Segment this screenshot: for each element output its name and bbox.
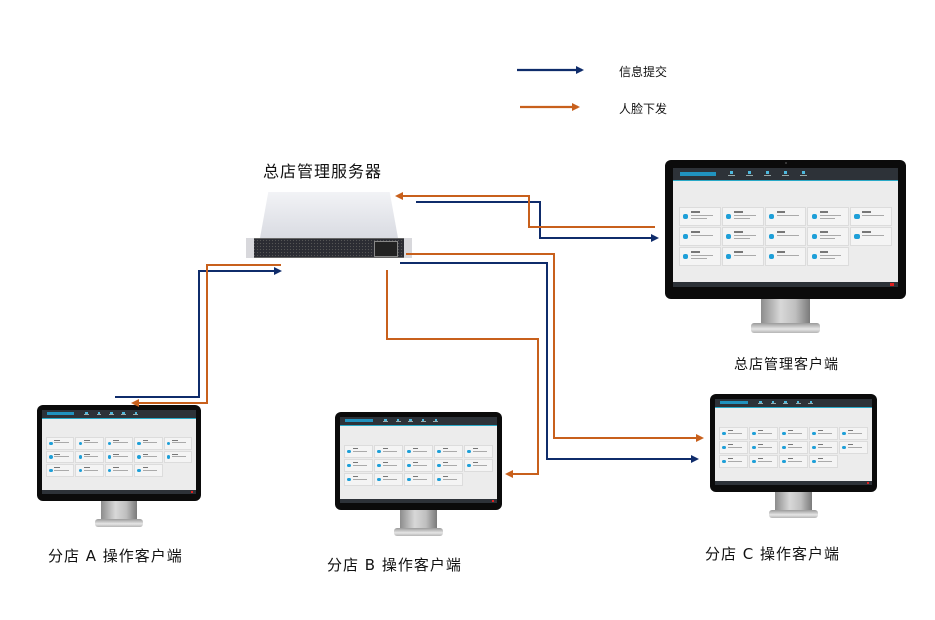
server-label: 总店管理服务器 [263,162,383,181]
module-grid [46,437,192,477]
branch-c-label: 分店 C 操作客户端 [705,545,841,563]
hq-distribute-line [395,192,655,228]
hq-client-screen [673,168,898,287]
branch-b-monitor [335,412,502,536]
server-icon [246,192,412,264]
module-grid [679,207,892,266]
branch-b-screen [340,417,497,503]
module-grid [719,427,868,468]
branch-a-monitor [37,405,201,527]
branch-a-submit-line [115,267,282,398]
hq-client-label: 总店管理客户端 [734,357,839,373]
hq-client-monitor [665,160,906,338]
module-grid [344,445,493,486]
branch-b-label: 分店 B 操作客户端 [327,556,462,574]
branch-c-distribute-line [406,253,704,442]
hq-submit-line [416,201,659,242]
branch-c-screen [715,399,872,485]
legend-distribute-label: 人脸下发 [619,102,668,116]
legend-submit-label: 信息提交 [619,65,668,79]
branch-a-distribute-line [131,264,281,407]
branch-a-label: 分店 A 操作客户端 [48,547,183,565]
branch-c-monitor [710,394,877,518]
branch-a-screen [42,410,196,494]
